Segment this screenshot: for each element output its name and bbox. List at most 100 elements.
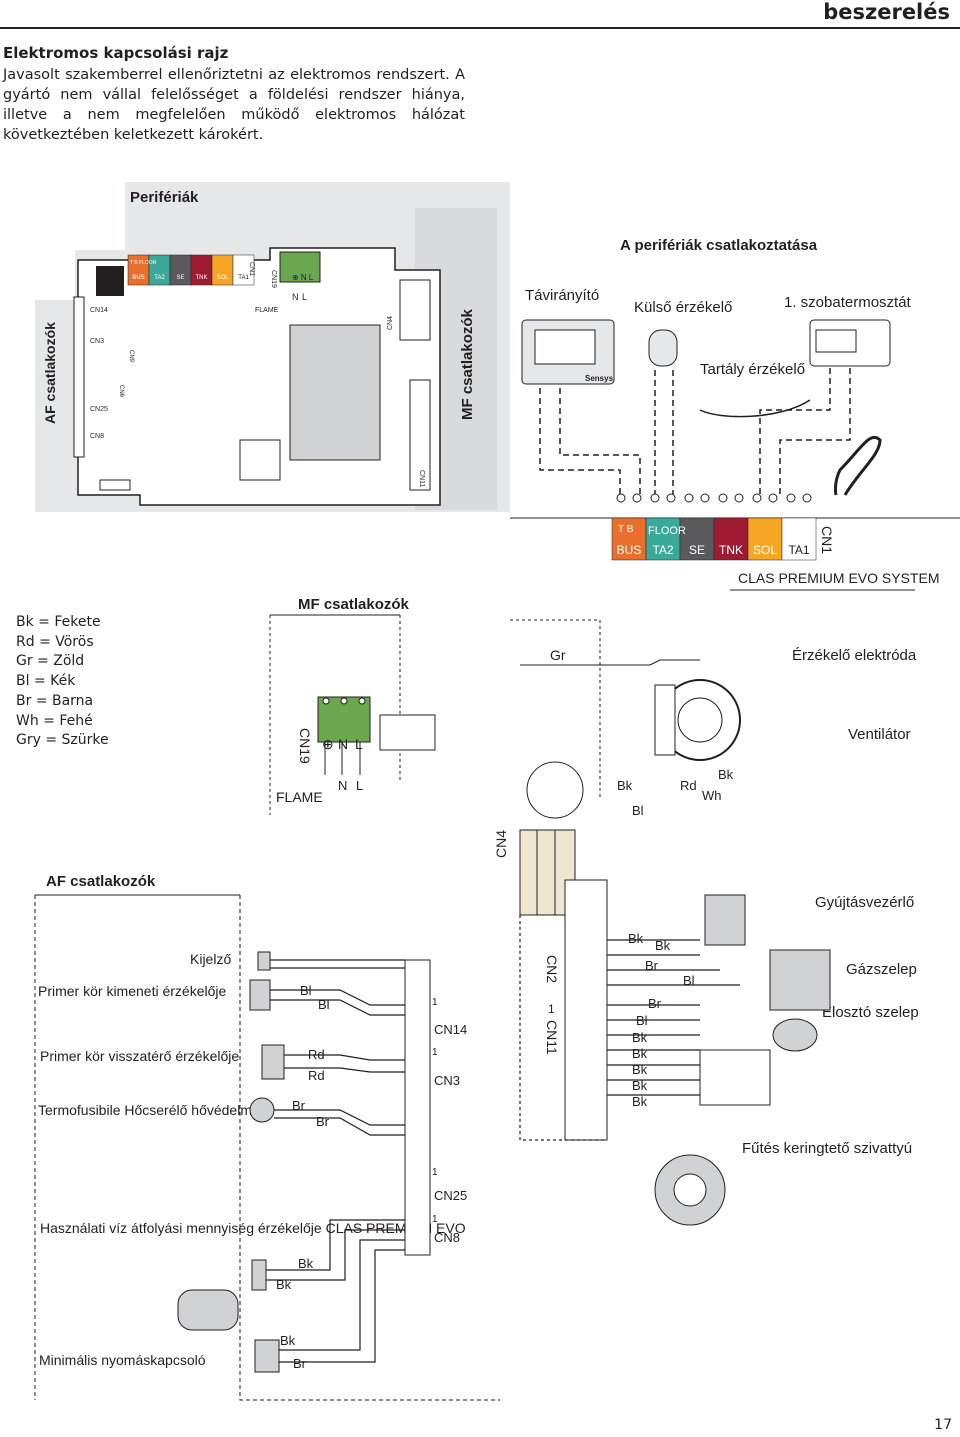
right-wiring bbox=[519, 915, 740, 1141]
mf-title: MF csatlakozók bbox=[298, 596, 410, 613]
board-terminal bbox=[232, 254, 255, 286]
af-connector-strip bbox=[73, 296, 85, 458]
cn14-label: CN14 bbox=[434, 1022, 467, 1037]
terminal-label: TA2 bbox=[652, 543, 673, 557]
wire-br-2: Br bbox=[316, 1114, 330, 1129]
af-connectors-label: AF csatlakozók bbox=[42, 322, 58, 424]
cn2-pin1: 1 bbox=[548, 1002, 555, 1016]
rw-9: Bk bbox=[632, 1062, 648, 1077]
board-cn11: CN11 bbox=[418, 470, 425, 487]
page-number: 17 bbox=[934, 1417, 952, 1433]
board-terminal-top: T B FLOOR bbox=[130, 260, 157, 266]
section-header: beszerelés bbox=[823, 0, 950, 24]
gr-wire-label: Gr bbox=[550, 647, 566, 663]
pump-connector-board bbox=[699, 1049, 771, 1106]
mf-wire-n: N bbox=[338, 778, 347, 793]
flow-meter-icon bbox=[251, 1259, 267, 1291]
pin1-b: 1 bbox=[432, 1047, 438, 1058]
cn4-label: CN4 bbox=[493, 830, 509, 858]
board-n: N bbox=[292, 292, 299, 302]
fan-wire-rd: Rd bbox=[680, 778, 697, 793]
section-title: Elektromos kapcsolási rajz bbox=[3, 44, 229, 62]
af-connector-column bbox=[404, 959, 431, 1256]
terminal-sol: SOL bbox=[747, 517, 783, 561]
display-label: Kijelző bbox=[190, 951, 231, 967]
board-module bbox=[289, 324, 381, 461]
af-title: AF csatlakozók bbox=[46, 873, 156, 890]
cn4-connector bbox=[519, 829, 576, 916]
pin1-c: 1 bbox=[432, 1167, 438, 1178]
board-terminal-label: TNK bbox=[196, 275, 208, 281]
rw-1: Bk bbox=[628, 931, 644, 946]
terminal-label: TNK bbox=[719, 543, 743, 557]
board-cn19: CN19 bbox=[270, 270, 277, 288]
header-rule bbox=[0, 27, 960, 29]
terminal-tnk: TNK bbox=[713, 517, 749, 561]
fan-wire-bk1: Bk bbox=[617, 778, 633, 793]
cn2-cn11-column bbox=[564, 879, 608, 1141]
intro-text: Javasolt szakemberrel ellenőriztetni az … bbox=[3, 67, 465, 143]
cn25-label: CN25 bbox=[434, 1188, 467, 1203]
ignition-label: Gyújtásvezérlő bbox=[815, 894, 914, 911]
board-transformer bbox=[239, 439, 281, 481]
cn8-label: CN8 bbox=[434, 1230, 460, 1245]
legend-item: Rd = Vörös bbox=[16, 633, 94, 650]
board-nl-label: ⊕ N L bbox=[292, 273, 314, 282]
board-terminal-label: BUS bbox=[132, 275, 144, 281]
terminal-top-floor: FLOOR bbox=[648, 525, 686, 537]
board-chip bbox=[96, 266, 124, 296]
af-item-5: Minimális nyomáskapcsoló bbox=[39, 1352, 206, 1368]
cn3-label: CN3 bbox=[434, 1073, 460, 1088]
legend-item: Bk = Fekete bbox=[16, 614, 101, 630]
terminal-top-tb: T B bbox=[618, 524, 634, 535]
legend-item: Br = Barna bbox=[16, 692, 94, 709]
rw-11: Bk bbox=[632, 1094, 648, 1109]
legend-item: Bl = Kék bbox=[16, 673, 76, 690]
remote-brand: Sensys bbox=[585, 374, 614, 383]
return-sensor-icon bbox=[261, 1044, 285, 1080]
legend-item: Wh = Fehé bbox=[16, 712, 93, 729]
board-terminal-label: TA1 bbox=[238, 275, 249, 281]
wire-bk-1: Bk bbox=[298, 1256, 314, 1271]
rw-4: Bl bbox=[683, 973, 695, 988]
terminal-bus: BUS bbox=[611, 517, 647, 561]
main-board bbox=[77, 247, 441, 506]
remote-label: Távirányító bbox=[525, 287, 599, 304]
cn2-label: CN2 bbox=[544, 955, 560, 983]
mf-ground-symbol: ⊕ bbox=[322, 736, 334, 752]
board-jumper bbox=[99, 479, 131, 491]
terminal-ta1: TA1 bbox=[781, 517, 817, 561]
diverter-label: Elosztó szelep bbox=[822, 1004, 919, 1021]
wire-bk-3: Bk bbox=[280, 1333, 296, 1348]
pin1-d: 1 bbox=[432, 1214, 438, 1225]
tank-sensor-cable bbox=[699, 399, 811, 418]
electrode-wire bbox=[520, 659, 700, 666]
pin1-a: 1 bbox=[432, 997, 438, 1008]
terminal-label: BUS bbox=[617, 543, 642, 557]
fan-wire-wh: Wh bbox=[702, 788, 722, 803]
board-cn9: CN9 bbox=[128, 350, 134, 363]
rw-2: Bk bbox=[655, 938, 671, 953]
board-terminal-label: SOL bbox=[216, 275, 229, 281]
peripheral-wiring bbox=[539, 368, 851, 495]
tank-sensor-loop bbox=[834, 435, 882, 496]
rw-5: Br bbox=[648, 996, 662, 1011]
gas-valve bbox=[769, 949, 831, 1011]
af-item-1: Primer kör kimeneti érzékelője bbox=[38, 983, 226, 999]
board-cn1: CN1 bbox=[248, 262, 255, 276]
rw-10: Bk bbox=[632, 1078, 648, 1093]
board-terminal-label: TA2 bbox=[154, 275, 165, 281]
rw-3: Br bbox=[645, 958, 659, 973]
flow-sensor-icon bbox=[249, 979, 271, 1011]
remote-screen bbox=[534, 329, 596, 365]
tank-sensor-label: Tartály érzékelő bbox=[700, 361, 805, 378]
wire-br-1: Br bbox=[292, 1098, 306, 1113]
diverter-valve bbox=[772, 1018, 818, 1052]
peripherals-title: A perifériák csatlakoztatása bbox=[620, 237, 818, 254]
af-wiring bbox=[266, 959, 405, 1363]
ignition-module bbox=[704, 894, 746, 946]
board-nl-block bbox=[279, 251, 321, 283]
